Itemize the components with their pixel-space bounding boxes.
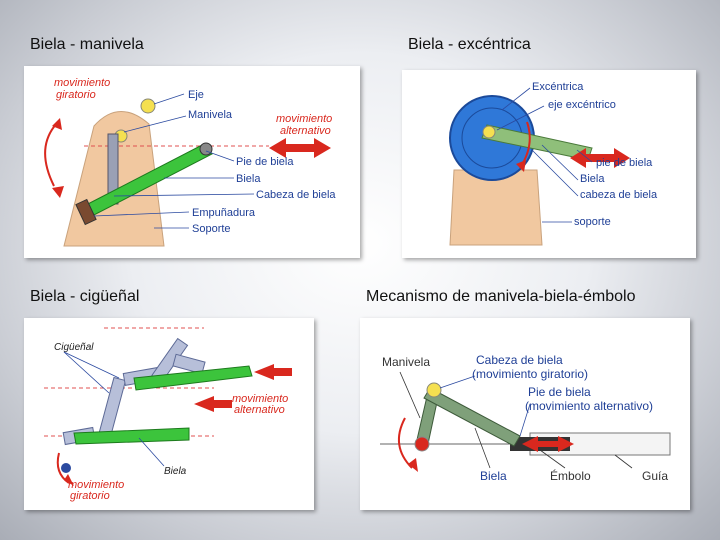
label-cabeza-1: Cabeza de biela [476, 353, 563, 367]
biela-rod-bottom [73, 427, 190, 445]
alternating-arrow [269, 138, 331, 158]
panel-biela-ciguenal: Cigüeñal movimiento alternativo Biela mo… [24, 318, 314, 510]
label-biela: Biela [164, 466, 187, 477]
cabeza-joint [426, 382, 442, 398]
diagram-mecanismo-embolo: Manivela Cabeza de biela (movimiento gir… [380, 353, 671, 483]
label-cabeza-2: (movimiento giratorio) [472, 367, 588, 381]
label-pie-de-biela: pie de biela [596, 157, 653, 169]
label-cabeza-de-biela: cabeza de biela [580, 189, 658, 201]
label-soporte: Soporte [192, 223, 231, 235]
alternating-arrow-mid [194, 396, 232, 412]
biela-rod-top [133, 365, 253, 391]
label-mov-alternativo-1: movimiento [232, 393, 288, 405]
label-pie-de-biela: Pie de biela [236, 156, 294, 168]
label-pie-1: Pie de biela [528, 385, 591, 399]
label-mov-giratorio-1: movimiento [54, 77, 110, 89]
panel-mecanismo-embolo: Manivela Cabeza de biela (movimiento gir… [360, 318, 690, 510]
label-mov-giratorio-1: movimiento [68, 479, 124, 491]
rotation-arrow [397, 417, 413, 469]
empunadura-handle [75, 198, 97, 226]
biela-rod [423, 387, 521, 447]
label-mov-alternativo-2: alternativo [280, 125, 331, 137]
alternating-arrow [522, 436, 574, 452]
label-biela: Biela [580, 173, 605, 185]
eje-shaft [140, 98, 156, 114]
diagram-biela-manivela: movimiento giratorio Eje Manivela movimi… [44, 77, 336, 247]
panel-biela-manivela: movimiento giratorio Eje Manivela movimi… [24, 66, 360, 258]
rotation-arrow [44, 120, 60, 187]
label-eje: Eje [188, 89, 204, 101]
label-mov-alternativo-2: alternativo [234, 404, 285, 416]
alternating-arrow [570, 148, 630, 168]
label-mov-giratorio-2: giratorio [56, 89, 96, 101]
label-mov-alternativo-1: movimiento [276, 113, 332, 125]
label-empunadura: Empuñadura [192, 207, 256, 219]
panel-biela-excentrica: Excéntrica eje excéntrico pie de biela B… [402, 70, 696, 258]
label-biela: Biela [480, 469, 507, 483]
caption-biela-manivela: Biela - manivela [30, 36, 144, 53]
caption-biela-excentrica: Biela - excéntrica [408, 36, 531, 53]
label-biela: Biela [236, 173, 261, 185]
label-embolo: Émbolo [550, 468, 591, 483]
support-block [449, 169, 543, 246]
caption-mecanismo-embolo: Mecanismo de manivela-biela-émbolo [366, 288, 636, 305]
diagram-biela-excentrica: Excéntrica eje excéntrico pie de biela B… [449, 81, 658, 246]
label-mov-giratorio-2: giratorio [70, 490, 110, 502]
diagram-biela-ciguenal: Cigüeñal movimiento alternativo Biela mo… [44, 327, 292, 502]
label-ciguenal: Cigüeñal [54, 342, 94, 353]
label-soporte: soporte [574, 216, 611, 228]
label-cabeza-de-biela: Cabeza de biela [256, 189, 336, 201]
label-excentrica: Excéntrica [532, 81, 584, 93]
label-manivela: Manivela [382, 355, 430, 369]
label-guia: Guía [642, 469, 668, 483]
label-pie-2: (movimiento alternativo) [525, 399, 653, 413]
label-eje-excentrico: eje excéntrico [548, 99, 616, 111]
alternating-arrow-top [254, 364, 292, 380]
caption-biela-ciguenal: Biela - cigüeñal [30, 288, 140, 305]
manivela-axis [414, 436, 430, 452]
label-manivela: Manivela [188, 109, 233, 121]
